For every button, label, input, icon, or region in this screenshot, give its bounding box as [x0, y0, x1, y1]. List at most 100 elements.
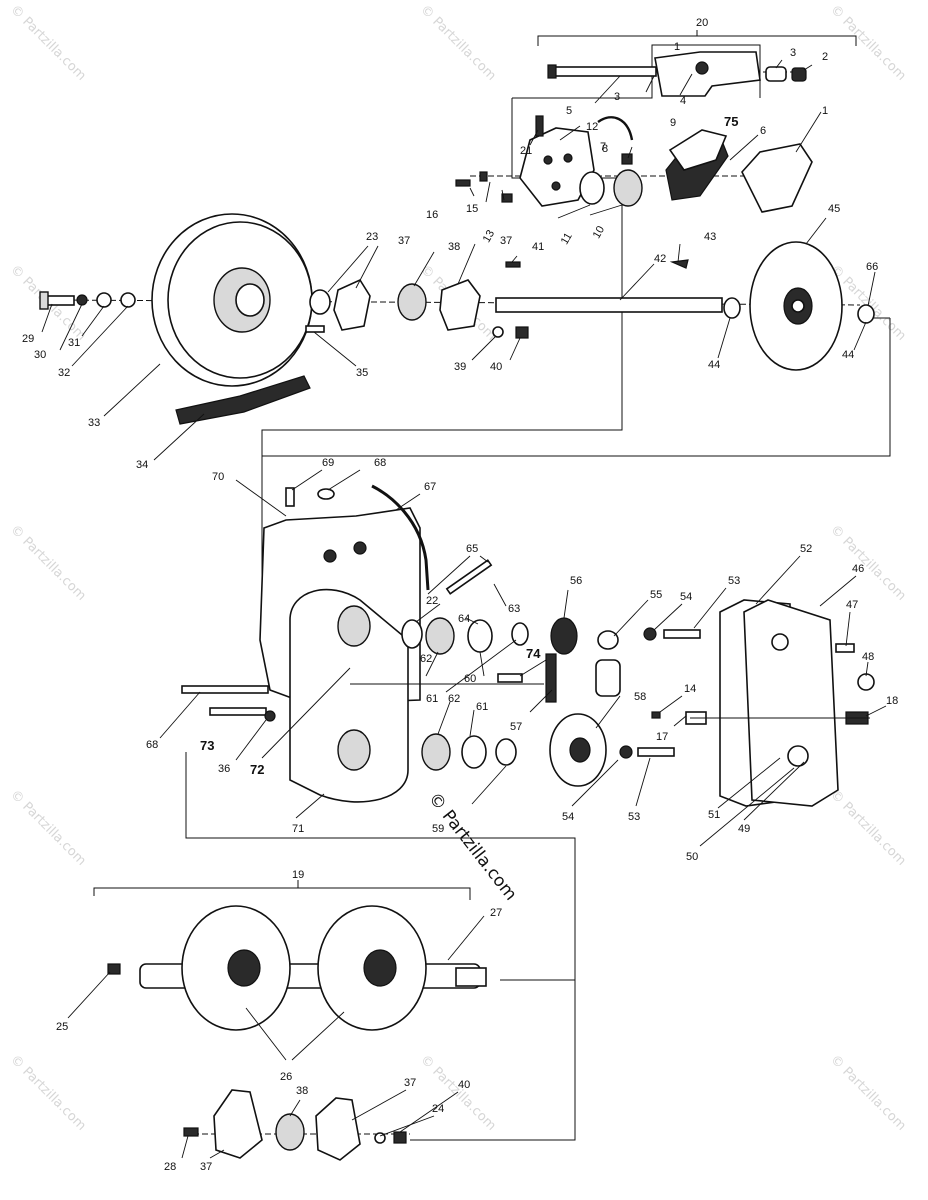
callout-44: 44: [842, 349, 854, 361]
callout-6: 6: [760, 125, 766, 137]
upper-sprocket: [550, 617, 578, 655]
pin: [651, 711, 661, 719]
watermark: © Partzilla.com: [7, 787, 89, 869]
cover-plug: [771, 633, 789, 651]
callout-62: 62: [448, 693, 460, 705]
chaincase-group: [181, 484, 875, 1141]
brake-assembly-group: [261, 30, 857, 620]
o-ring: [317, 488, 335, 500]
cover-bore: [337, 729, 371, 771]
bushing: [765, 66, 787, 82]
case-bolt: [209, 707, 267, 716]
callout-22: 22: [426, 595, 438, 607]
callout-63: 63: [508, 603, 520, 615]
key: [505, 261, 521, 268]
seal: [467, 619, 493, 653]
brake-pad-75: [668, 129, 728, 171]
callout-42: 42: [654, 253, 666, 265]
callout-8: 8: [602, 143, 608, 155]
callout-10: 10: [591, 224, 608, 241]
washer: [643, 627, 657, 641]
bolt: [445, 559, 493, 595]
shaft-bolt: [107, 963, 121, 975]
callout-2: 2: [822, 51, 828, 63]
bolt: [663, 629, 701, 639]
callout-71: 71: [292, 823, 304, 835]
clip: [501, 193, 513, 203]
callout-47: 47: [846, 599, 858, 611]
watermark: © Partzilla.com: [7, 2, 89, 84]
callout-43: 43: [704, 231, 716, 243]
callout-55: 55: [650, 589, 662, 601]
callout-19: 19: [292, 869, 304, 881]
cover-hole: [787, 745, 809, 767]
callout-60: 60: [464, 673, 476, 685]
bolt: [497, 673, 523, 683]
brake-puck: [579, 171, 605, 205]
callout-64: 64: [458, 613, 470, 625]
seal: [461, 735, 487, 769]
lower-sprocket-hub: [569, 737, 591, 763]
bearing-flange: [213, 1089, 263, 1159]
callout-30: 30: [34, 349, 46, 361]
callout-72: 72: [250, 762, 264, 777]
callout-3: 3: [790, 47, 796, 59]
callout-14: 14: [684, 683, 696, 695]
nut: [264, 710, 276, 722]
pin: [305, 325, 325, 333]
clutch-bolt-head: [39, 291, 49, 310]
bearing: [275, 1113, 305, 1151]
callout-41: 41: [532, 241, 544, 253]
callout-49: 49: [738, 823, 750, 835]
caliper-hole: [563, 153, 573, 163]
drive-belt: [175, 375, 311, 425]
callout-65: 65: [466, 543, 478, 555]
callout-9: 9: [670, 117, 676, 129]
brake-caliper: [519, 127, 595, 207]
bearing-flange: [315, 1097, 361, 1161]
brake-bolt-head: [547, 64, 557, 79]
seal: [401, 619, 423, 649]
callout-7: 7: [600, 141, 606, 153]
callout-18: 18: [886, 695, 898, 707]
caliper-hole: [551, 181, 561, 191]
callout-3: 3: [614, 91, 620, 103]
callout-48: 48: [862, 651, 874, 663]
spacer: [495, 738, 517, 766]
watermark: © Partzilla.com: [417, 2, 499, 84]
o-ring: [857, 673, 875, 691]
callout-40: 40: [458, 1079, 470, 1091]
driven-clutch-row: [39, 213, 891, 457]
callout-53: 53: [728, 575, 740, 587]
callout-69: 69: [322, 457, 334, 469]
bolt: [637, 747, 675, 757]
callout-1: 1: [674, 41, 680, 53]
callout-29: 29: [22, 333, 34, 345]
callout-33: 33: [88, 417, 100, 429]
nut: [791, 67, 807, 82]
cover-bore: [337, 605, 371, 647]
shaft-key: [669, 259, 689, 269]
outer-cover: [743, 599, 839, 807]
watermark: © Partzilla.com: [417, 1052, 499, 1134]
clutch-hub-bore: [235, 283, 265, 317]
spacer: [511, 622, 529, 646]
disc-bore: [791, 299, 805, 313]
callout-25: 25: [56, 1021, 68, 1033]
callout-46: 46: [852, 563, 864, 575]
callout-28: 28: [164, 1161, 176, 1173]
housing-hole: [353, 541, 367, 555]
callout-13: 13: [481, 228, 498, 245]
clip: [455, 179, 471, 187]
spacer: [309, 289, 331, 315]
brake-puck: [613, 169, 643, 207]
callout-61: 61: [426, 693, 438, 705]
callout-66: 66: [866, 261, 878, 273]
callout-52: 52: [800, 543, 812, 555]
callout-56: 56: [570, 575, 582, 587]
callout-34: 34: [136, 459, 148, 471]
callout-11: 11: [559, 231, 575, 247]
callout-74: 74: [526, 646, 541, 661]
callout-40: 40: [490, 361, 502, 373]
